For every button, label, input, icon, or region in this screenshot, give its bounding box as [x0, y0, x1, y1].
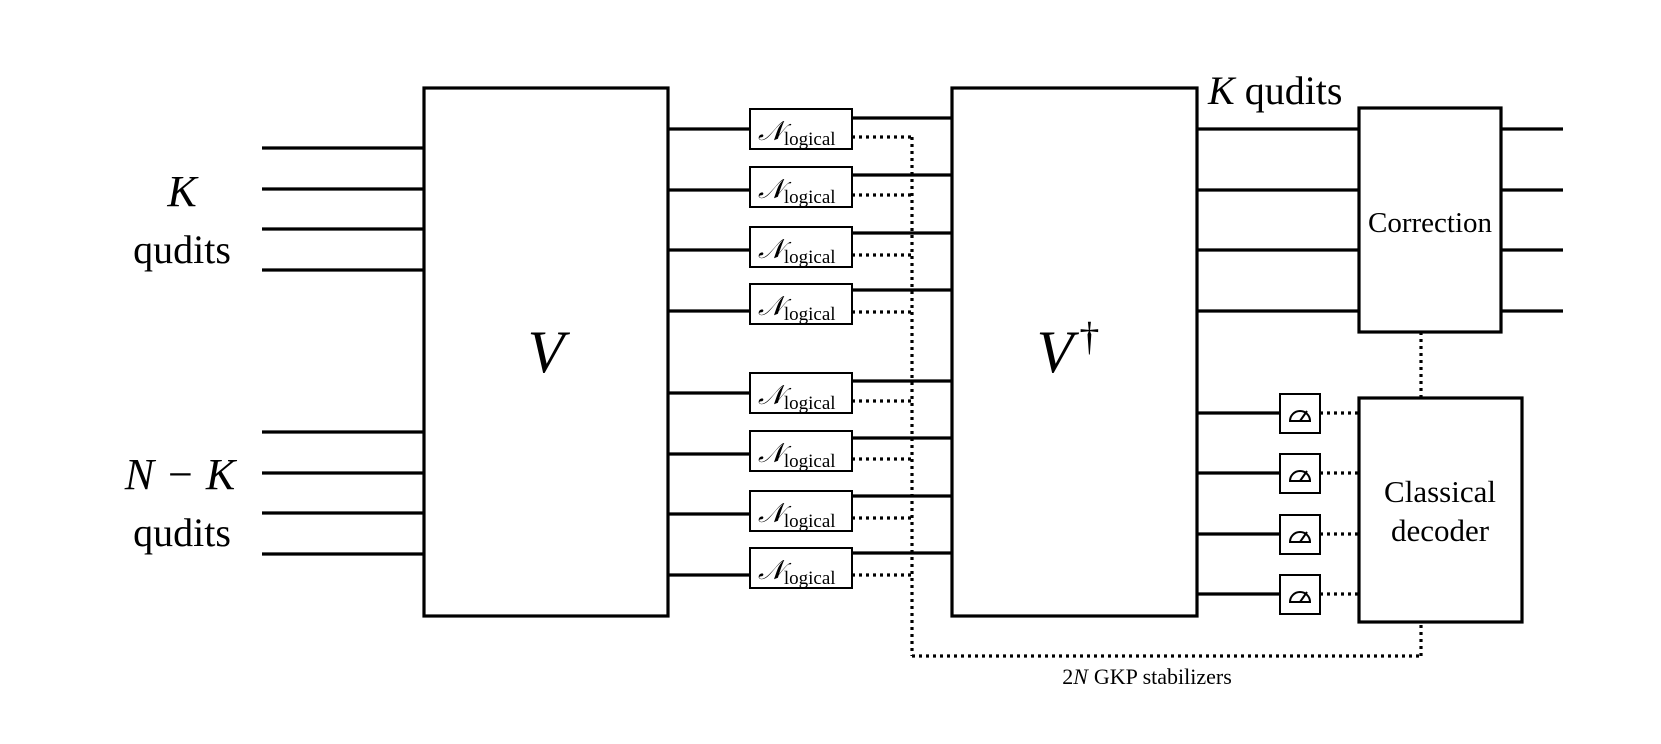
meter-icon — [1279, 574, 1321, 615]
corrected-output-wires — [1501, 127, 1563, 313]
classical-decoder-label-line2: decoder — [1391, 513, 1490, 548]
input-wires-nk — [262, 430, 424, 556]
correction-box — [1357, 106, 1503, 334]
meter-icon — [1279, 393, 1321, 434]
encoder-label: V — [528, 319, 571, 385]
channel-box: 𝒩logical — [749, 430, 853, 472]
svg-text:𝒩logical: 𝒩logical — [758, 291, 836, 325]
channel-box: 𝒩logical — [749, 166, 853, 208]
k-qudits-label: qudits — [133, 227, 231, 272]
classical-decoder-box — [1357, 396, 1524, 624]
measurement-column — [1279, 393, 1321, 615]
inverse-encoder-box — [950, 86, 1199, 618]
logical-output-wires — [1197, 127, 1359, 313]
svg-text:𝒩logical: 𝒩logical — [758, 234, 836, 268]
meter-icon — [1279, 453, 1321, 494]
classical-decoder-label-line1: Classical — [1384, 474, 1496, 509]
channel-box: 𝒩logical — [749, 226, 853, 268]
decoder-input-wires — [852, 116, 952, 555]
svg-text:𝒩logical: 𝒩logical — [758, 498, 836, 532]
k-symbol-label: K — [166, 167, 199, 216]
nk-qudits-label: qudits — [133, 510, 231, 555]
meter-icon — [1279, 514, 1321, 555]
ancilla-output-wires — [1197, 411, 1280, 596]
encoder-output-wires — [668, 127, 750, 577]
correction-label: Correction — [1368, 207, 1493, 239]
channel-box: 𝒩logical — [749, 108, 853, 150]
stabilizer-dotted-lines — [852, 135, 1423, 658]
channel-box: 𝒩logical — [749, 547, 853, 589]
channel-box: 𝒩logical — [749, 283, 853, 325]
channel-column: 𝒩logical 𝒩logical 𝒩logical 𝒩logical 𝒩log… — [749, 108, 853, 589]
channel-box: 𝒩logical — [749, 490, 853, 532]
input-wires-k — [262, 146, 424, 272]
encoder-box — [422, 86, 670, 618]
nk-symbol-label: N − K — [124, 450, 238, 499]
svg-text:𝒩logical: 𝒩logical — [758, 555, 836, 589]
inverse-encoder-label: V† — [1037, 314, 1100, 385]
channel-box: 𝒩logical — [749, 372, 853, 414]
